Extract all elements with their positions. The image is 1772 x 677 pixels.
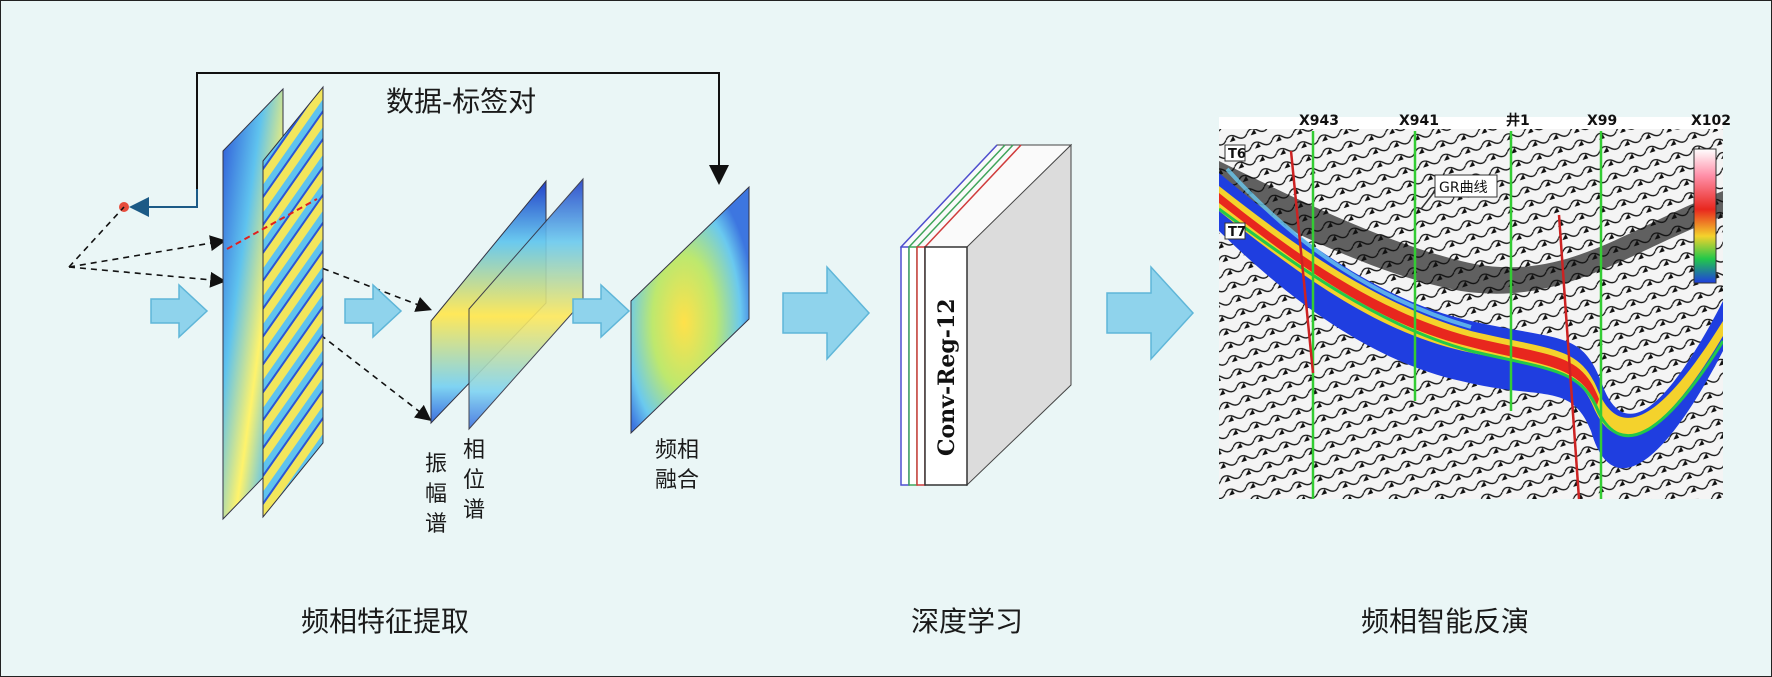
svg-text:振: 振: [425, 452, 447, 477]
well-label: X99: [1587, 113, 1617, 129]
to-spectra-arrow-icon: [344, 283, 403, 339]
amplitude-spectrum-label: 振 幅 谱: [425, 452, 447, 537]
stage-title-extraction: 频相特征提取: [301, 605, 469, 638]
input-arrow-icon: [150, 283, 209, 339]
well-label: 井1: [1506, 112, 1530, 129]
seismic-section: X943 X941 井1 X99 X102 T6 T7 GR曲线: [1219, 112, 1731, 500]
svg-text:相: 相: [463, 438, 485, 463]
feedback-connector: [196, 72, 729, 189]
svg-text:GR曲线: GR曲线: [1439, 180, 1488, 196]
svg-text:频相: 频相: [655, 438, 699, 463]
slice-cut-line: [226, 198, 318, 250]
colorbar: [1693, 148, 1717, 284]
to-inversion-arrow-icon: [1106, 265, 1195, 361]
svg-text:谱: 谱: [463, 498, 485, 523]
well-label: X941: [1399, 113, 1439, 129]
well-label: X102: [1691, 113, 1731, 129]
to-fusion-arrow-icon: [572, 283, 631, 339]
svg-text:幅: 幅: [425, 482, 447, 507]
fusion-panel: [630, 185, 750, 435]
to-model-arrow-icon: [782, 265, 871, 361]
model-block: Conv-Reg-12: [899, 143, 1073, 487]
svg-text:谱: 谱: [425, 512, 447, 537]
data-label-pair-title: 数据-标签对: [386, 85, 536, 118]
stage-title-learning: 深度学习: [911, 605, 1023, 638]
horizon-label: T6: [1228, 147, 1246, 162]
well-label: X943: [1299, 113, 1339, 129]
fusion-label: 频相 融合: [655, 438, 699, 493]
svg-text:融合: 融合: [655, 468, 699, 493]
gr-curve-callout: GR曲线: [1420, 174, 1498, 210]
horizon-label: T7: [1228, 225, 1246, 240]
feedback-target-arrow: [129, 189, 198, 217]
model-name: Conv-Reg-12: [934, 298, 960, 456]
phase-spectrum-label: 相 位 谱: [463, 438, 485, 523]
svg-text:位: 位: [463, 468, 485, 493]
stage-title-inversion: 频相智能反演: [1361, 605, 1529, 638]
input-slice-phase: [262, 85, 324, 519]
